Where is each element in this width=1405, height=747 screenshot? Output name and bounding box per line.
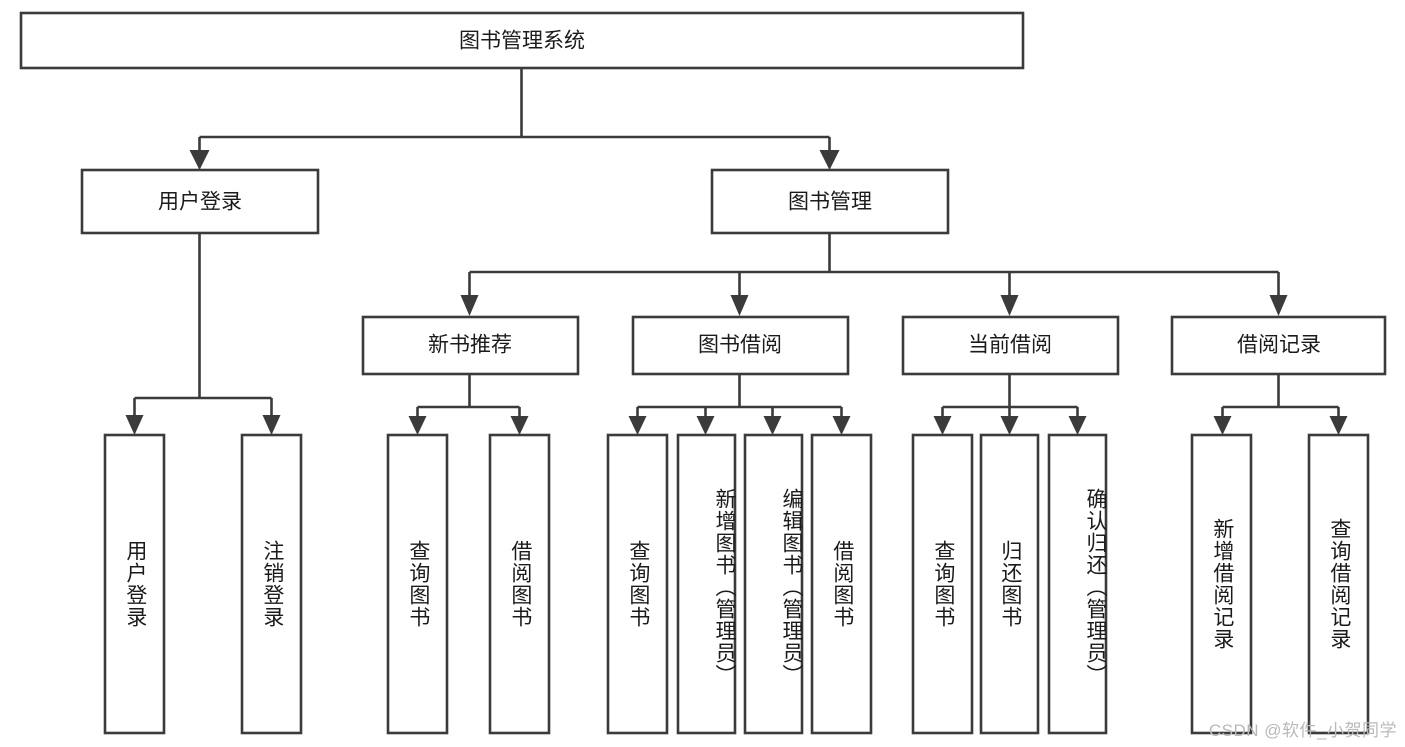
node-user-login-rect[interactable] [80,168,320,235]
node-current-borrow[interactable]: 当前借阅 [901,315,1120,376]
arrow-head-leaf-logout [262,415,281,435]
leaf-rect-query-book-1[interactable] [386,433,449,735]
node-book-borrow-label: 图书借阅 [698,334,782,357]
node-new-book-recommend-rect[interactable] [361,315,580,376]
watermark-text: CSDN @软件_小贺同学 [1208,721,1397,740]
arrow-head-borrow-record [1269,295,1288,316]
node-book-management-label: 图书管理 [788,191,872,214]
connector-group-book-management [460,233,1288,316]
arrow-head-user-login [189,150,210,170]
arrow-head-book-management [819,150,840,170]
arrow-head-leaf-query-book-1 [408,416,427,435]
leaf-rect-confirm-return[interactable] [1047,433,1108,735]
connector-group-root [189,68,840,170]
arrow-head-leaf-borrow-book-1 [510,416,529,435]
arrow-head-leaf-add-record [1213,416,1232,435]
arrow-head-leaf-borrow-book-2 [832,416,851,435]
leaf-rect-add-record[interactable] [1190,433,1253,735]
arrow-head-leaf-query-book-3 [933,416,952,435]
node-current-borrow-rect[interactable] [901,315,1120,376]
arrow-head-leaf-return-book [1000,416,1019,435]
node-user-login-label: 用户登录 [158,191,242,214]
node-root-rect[interactable] [19,11,1025,70]
leaf-rect-edit-book[interactable] [743,433,804,735]
connector-group-book-borrow [628,374,851,435]
leaf-rect-borrow-book-1[interactable] [488,433,551,735]
node-book-borrow[interactable]: 图书借阅 [631,315,850,376]
arrow-head-leaf-user-login [125,415,144,435]
node-current-borrow-label: 当前借阅 [968,334,1052,357]
arrow-head-current-borrow [1000,295,1019,316]
leaf-rect-add-book[interactable] [676,433,737,735]
leaf-rect-user-login[interactable] [103,433,166,735]
node-new-book-recommend-label: 新书推荐 [428,334,512,357]
arrow-head-leaf-confirm-return [1068,416,1087,435]
node-borrow-record-rect[interactable] [1170,315,1387,376]
arrow-head-book-borrow [730,295,749,316]
node-root-label: 图书管理系统 [459,30,585,53]
arrow-head-leaf-query-record [1329,416,1348,435]
connector-group-borrow-record [1213,374,1348,435]
arrow-head-new-book-recommend [460,295,479,316]
node-borrow-record[interactable]: 借阅记录 [1170,315,1387,376]
leaf-rect-return-book[interactable] [979,433,1040,735]
arrow-head-leaf-add-book [696,416,715,435]
node-borrow-record-label: 借阅记录 [1237,334,1321,357]
node-book-management-rect[interactable] [710,168,950,235]
node-book-management[interactable]: 图书管理 [710,168,950,235]
leaf-rect-logout[interactable] [240,433,303,735]
leaf-rect-query-book-2[interactable] [606,433,669,735]
node-root[interactable]: 图书管理系统 [19,11,1025,70]
connector-group-user-login [125,233,281,435]
leaf-rect-query-record[interactable] [1307,433,1370,735]
connector-group-new-book-recommend [408,374,529,435]
node-book-borrow-rect[interactable] [631,315,850,376]
leaf-rect-borrow-book-2[interactable] [810,433,873,735]
connector-group-current-borrow [933,374,1087,435]
leaf-rect-query-book-3[interactable] [911,433,974,735]
node-new-book-recommend[interactable]: 新书推荐 [361,315,580,376]
arrow-head-leaf-edit-book [763,416,782,435]
arrow-head-leaf-query-book-2 [628,416,647,435]
node-user-login[interactable]: 用户登录 [80,168,320,235]
